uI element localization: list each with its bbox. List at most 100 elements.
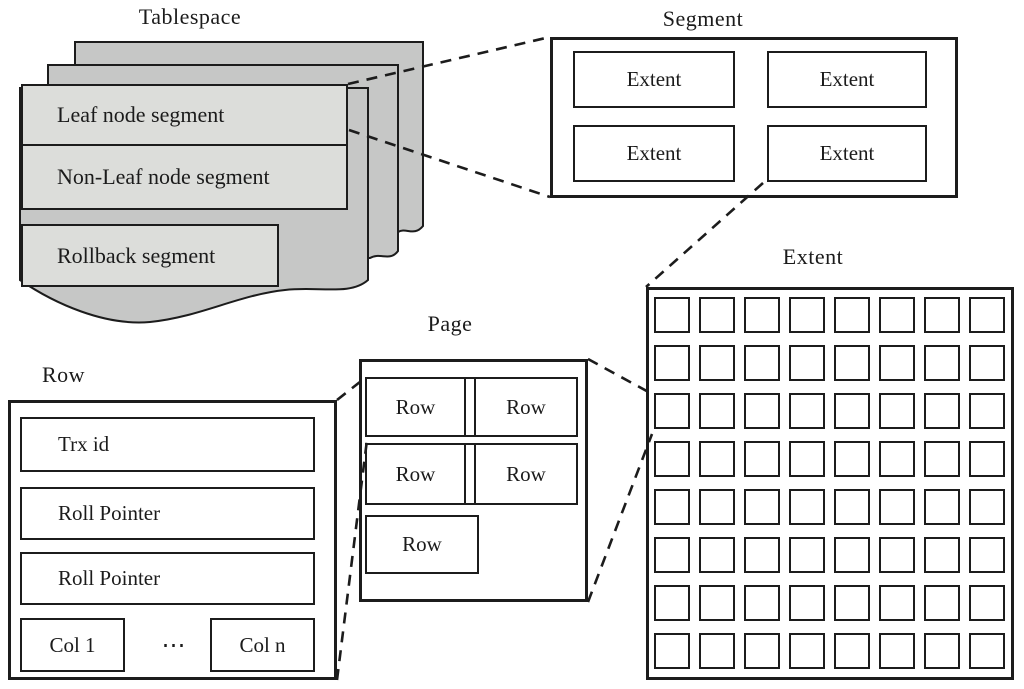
page-row-cell: Row — [506, 461, 546, 486]
connector-tablespace-segment-bottom — [348, 128, 551, 199]
extent-cell: Extent — [573, 125, 735, 182]
extent-title: Extent — [782, 244, 844, 269]
ellipsis-dots: ⋯ — [161, 633, 189, 659]
page-row-pair: Row Row — [365, 443, 578, 505]
page-row-cell: Row — [367, 445, 466, 503]
page-block — [969, 633, 1005, 669]
page-block — [879, 633, 915, 669]
extent-cell: Extent — [767, 125, 927, 182]
page-block — [699, 537, 735, 573]
roll-pointer-field: Roll Pointer — [20, 552, 315, 605]
page-block — [654, 489, 690, 525]
page-block — [654, 633, 690, 669]
page-block — [789, 633, 825, 669]
page-block — [924, 393, 960, 429]
page-block — [879, 393, 915, 429]
page-block — [969, 441, 1005, 477]
page-block — [654, 537, 690, 573]
page-block — [924, 297, 960, 333]
page-block — [834, 633, 870, 669]
page-row-cell: Row — [506, 394, 546, 419]
page-block — [789, 585, 825, 621]
connector-extent-page-top — [587, 357, 655, 397]
page-block — [699, 393, 735, 429]
page-block — [744, 585, 780, 621]
leaf-node-segment-bar: Leaf node segment — [21, 84, 348, 146]
page-block — [654, 297, 690, 333]
page-block — [879, 297, 915, 333]
page-block — [699, 489, 735, 525]
extent-cell: Extent — [573, 51, 735, 108]
page-block — [699, 345, 735, 381]
tablespace-title: Tablespace — [138, 4, 242, 29]
page-block — [879, 585, 915, 621]
extent-cell: Extent — [767, 51, 927, 108]
page-block — [924, 633, 960, 669]
connector-extent-page-bottom — [586, 433, 654, 603]
page-block — [969, 585, 1005, 621]
page-block — [744, 393, 780, 429]
page-block — [834, 393, 870, 429]
page-block — [924, 441, 960, 477]
page-block — [924, 585, 960, 621]
page-block — [789, 489, 825, 525]
page-row-single: Row — [365, 515, 479, 574]
page-block — [969, 489, 1005, 525]
page-block — [789, 297, 825, 333]
page-block — [699, 633, 735, 669]
page-row-cell: Row — [367, 379, 466, 435]
connector-tablespace-segment-top — [347, 35, 551, 86]
page-block — [744, 633, 780, 669]
page-block — [879, 441, 915, 477]
segment-title: Segment — [662, 6, 744, 31]
page-block — [789, 537, 825, 573]
page-block — [699, 441, 735, 477]
page-block-grid — [654, 297, 1005, 669]
page-block — [969, 537, 1005, 573]
rollback-segment-bar: Rollback segment — [21, 224, 279, 287]
page-block — [744, 345, 780, 381]
page-block — [789, 393, 825, 429]
page-block — [834, 441, 870, 477]
page-block — [879, 489, 915, 525]
extent-box — [646, 287, 1014, 680]
page-block — [834, 297, 870, 333]
page-block — [969, 297, 1005, 333]
page-block — [834, 489, 870, 525]
page-row-pair: Row Row — [365, 377, 578, 437]
page-block — [789, 441, 825, 477]
col-1-box: Col 1 — [20, 618, 125, 672]
page-block — [924, 345, 960, 381]
segment-box: Extent Extent Extent Extent — [550, 37, 958, 198]
page-block — [744, 489, 780, 525]
page-block — [699, 585, 735, 621]
page-block — [699, 297, 735, 333]
page-block — [744, 297, 780, 333]
page-row-divider — [466, 379, 476, 435]
page-block — [879, 537, 915, 573]
page-block — [744, 537, 780, 573]
page-block — [654, 585, 690, 621]
page-block — [654, 441, 690, 477]
row-title: Row — [42, 362, 86, 387]
page-block — [789, 345, 825, 381]
page-block — [969, 393, 1005, 429]
row-box: Trx id Roll Pointer Roll Pointer Col 1 ⋯… — [8, 400, 337, 680]
page-block — [834, 345, 870, 381]
page-row-divider — [466, 445, 476, 503]
trx-id-field: Trx id — [20, 417, 315, 472]
page-block — [834, 585, 870, 621]
page-block — [924, 489, 960, 525]
page-block — [879, 345, 915, 381]
non-leaf-node-segment-bar: Non-Leaf node segment — [21, 144, 348, 210]
page-block — [654, 393, 690, 429]
page-title: Page — [427, 311, 473, 336]
page-block — [744, 441, 780, 477]
connector-segment-extent — [645, 182, 764, 288]
page-block — [969, 345, 1005, 381]
col-n-box: Col n — [210, 618, 315, 672]
page-block — [654, 345, 690, 381]
page-block — [924, 537, 960, 573]
roll-pointer-field: Roll Pointer — [20, 487, 315, 540]
